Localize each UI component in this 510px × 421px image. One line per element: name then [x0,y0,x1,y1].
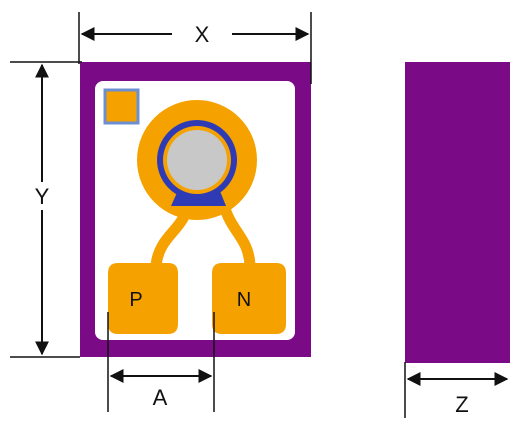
z-label: Z [455,392,468,417]
side-view-body [405,62,510,363]
n-pad [212,263,286,334]
pin1-marker [103,88,140,125]
dimension-z: Z [404,362,509,418]
y-label: Y [35,184,50,209]
p-pad [108,263,178,334]
dimension-x: X [78,12,312,84]
dimension-y: Y [10,61,82,358]
p-pad-label: P [129,289,142,311]
top-view: P N [80,62,311,357]
a-label: A [153,385,168,410]
dimension-a: A [107,312,215,412]
x-label: X [195,22,210,47]
n-pad-label: N [237,289,251,311]
die [167,130,227,190]
